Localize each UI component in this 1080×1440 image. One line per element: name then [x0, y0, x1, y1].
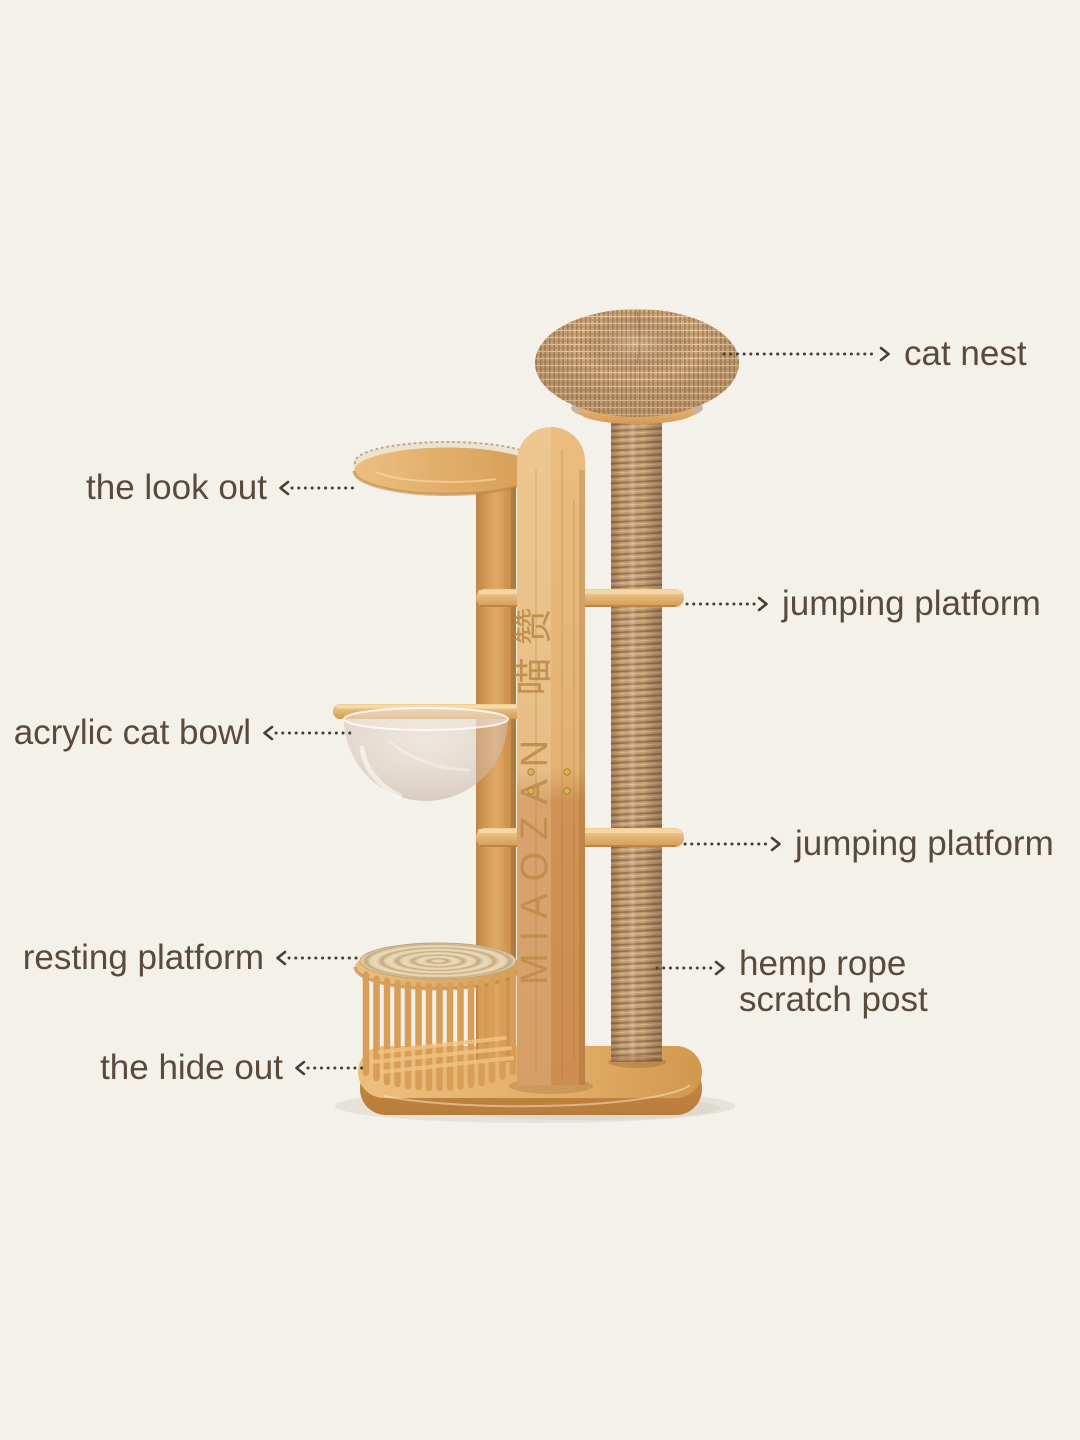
annotation-label: resting platform	[22, 938, 264, 977]
dotted-arrow-right-icon	[685, 596, 768, 612]
annotation-the-look-out: the look out	[86, 466, 357, 510]
annotation-acrylic-cat-bowl: acrylic cat bowl	[14, 711, 353, 755]
dotted-arrow-left-icon	[263, 725, 353, 741]
annotation-label: cat nest	[904, 334, 1027, 373]
look-out-platform	[352, 441, 542, 496]
hemp-rope-scratch-post	[608, 398, 666, 1068]
dotted-arrow-left-icon	[295, 1060, 365, 1076]
screws	[527, 768, 571, 795]
annotation-label: jumping platform	[782, 584, 1041, 623]
annotation-jumping-platform-top: jumping platform	[685, 582, 1041, 626]
resting-platform-top	[353, 942, 523, 991]
annotation-jumping-platform-lower: jumping platform	[683, 822, 1054, 866]
cat-nest	[535, 309, 739, 424]
dotted-arrow-left-icon	[279, 480, 357, 496]
dotted-arrow-right-icon	[655, 960, 725, 976]
hide-out-cage	[353, 942, 523, 1092]
annotation-label: hemp rope scratch post	[739, 946, 928, 1018]
annotation-hemp-rope-scratch-post: hemp rope scratch post	[655, 946, 928, 1018]
dotted-arrow-right-icon	[683, 836, 781, 852]
annotation-line-1: hemp rope	[739, 944, 907, 983]
acrylic-cat-bowl	[333, 704, 540, 801]
annotation-label: acrylic cat bowl	[13, 713, 251, 752]
cage-dowels	[362, 971, 517, 1092]
brand-chinese: 喵赞	[514, 595, 556, 695]
annotation-label: the hide out	[100, 1048, 283, 1087]
dotted-arrow-right-icon	[722, 346, 890, 362]
dotted-arrow-left-icon	[276, 950, 362, 966]
annotation-the-hide-out: the hide out	[100, 1046, 365, 1090]
center-plank: MIAOZAN 喵赞	[509, 427, 593, 1094]
annotation-label: jumping platform	[795, 824, 1054, 863]
annotation-resting-platform: resting platform	[23, 936, 362, 980]
annotation-line-2: scratch post	[739, 980, 928, 1019]
brand-latin: MIAOZAN	[514, 728, 556, 985]
annotation-cat-nest: cat nest	[722, 332, 1027, 376]
annotation-label: the look out	[86, 468, 267, 507]
brand-engraving-text: MIAOZAN 喵赞	[514, 595, 556, 985]
